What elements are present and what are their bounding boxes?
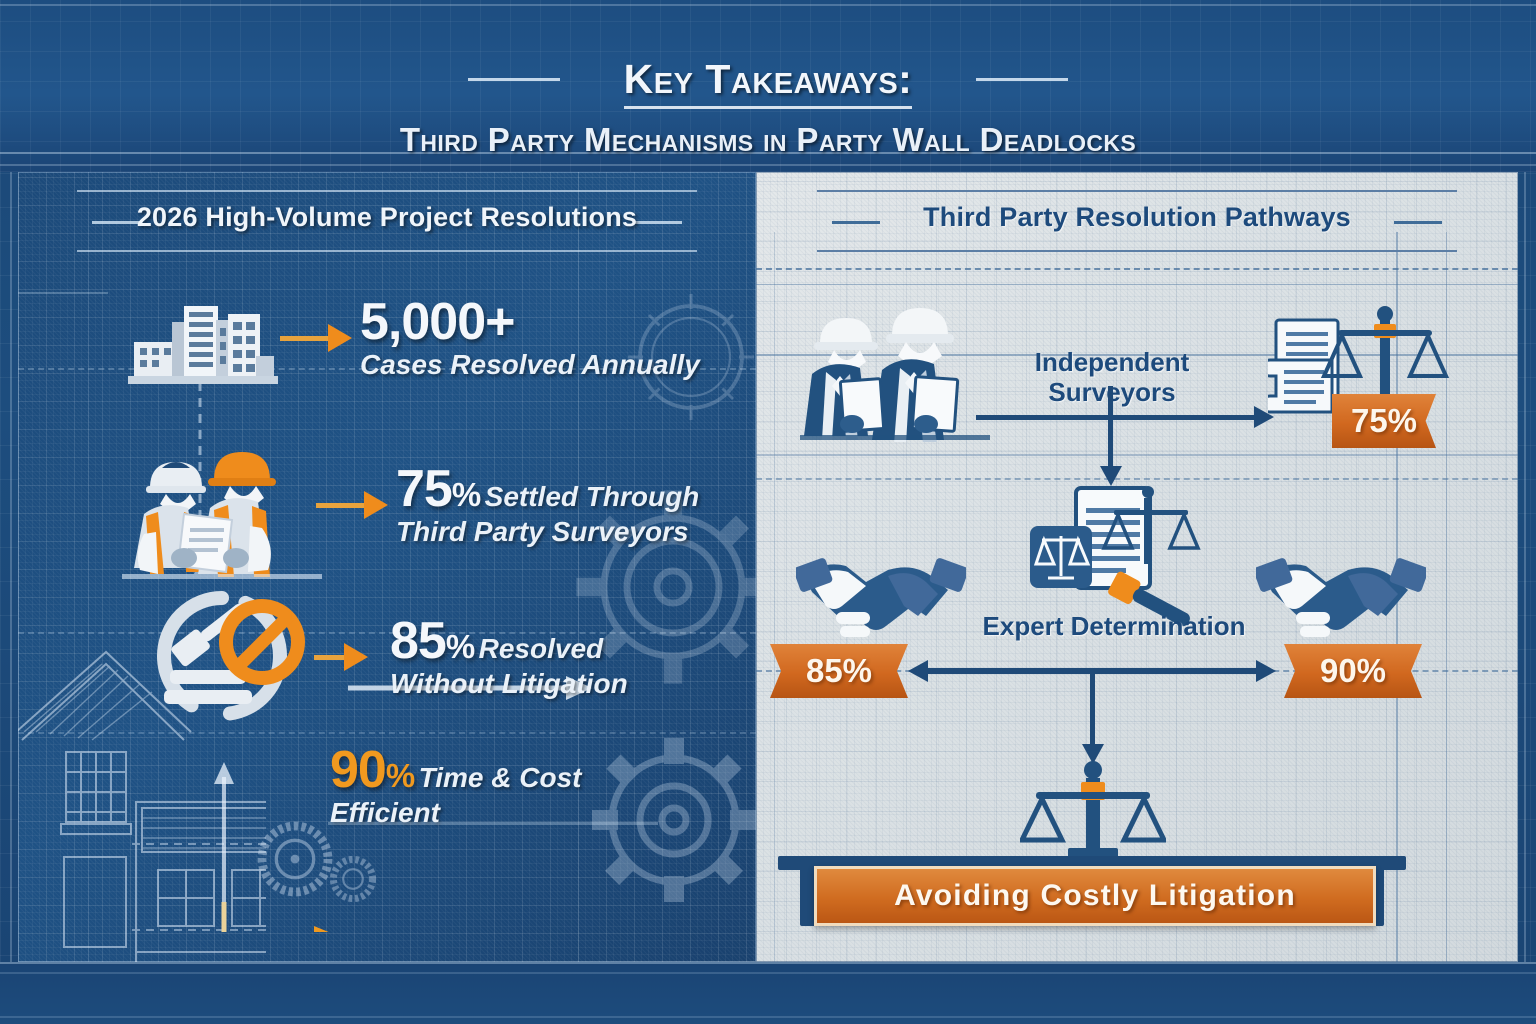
- stat-text: 85% Resolved Without Litigation: [390, 615, 628, 699]
- stat-percent-sign: %: [385, 757, 415, 794]
- right-panel-heading-text: Third Party Resolution Pathways: [923, 202, 1351, 232]
- arrow-shaft: [1108, 386, 1113, 468]
- badge-90-percent: 90%: [1284, 644, 1422, 698]
- stat-label-line2: Third Party Surveyors: [396, 516, 689, 548]
- city-buildings-icon: [128, 306, 278, 384]
- stat-row-no-litigation: 85% Resolved Without Litigation: [134, 584, 628, 730]
- stat-label-line2: Without Litigation: [390, 668, 628, 700]
- heading-dash-left: [91, 221, 140, 224]
- page-subtitle: Third Party Mechanisms in Party Wall Dea…: [399, 121, 1137, 158]
- left-flow-arrows: [214, 676, 592, 932]
- deco-vline: [1446, 232, 1447, 962]
- heading-rule-bottom: [77, 250, 697, 252]
- deco-dashed: [18, 732, 756, 734]
- deco-line: [756, 454, 1518, 456]
- two-surveyors-icon: [122, 452, 322, 579]
- header-grid: [0, 0, 1536, 172]
- justice-scales-icon: [1020, 761, 1166, 867]
- stat-row-efficiency: 90% Time & Cost Efficient: [330, 741, 582, 829]
- badge-75-percent: 75%: [1332, 394, 1436, 448]
- page-title: Key Takeaways:: [623, 56, 913, 109]
- deco-vline: [88, 172, 89, 962]
- independent-surveyors-icon: [800, 308, 990, 442]
- heading-rule-bottom: [816, 250, 1458, 252]
- compass-icon: [628, 294, 754, 420]
- gear-icon: [592, 738, 756, 902]
- stat-label-line1: Settled Through: [484, 481, 700, 513]
- header-title-block: Key Takeaways: Third Party Mechanisms in…: [0, 0, 1536, 159]
- left-panel-heading: 2026 High-Volume Project Resolutions: [18, 190, 756, 252]
- stat-value: 85: [390, 612, 447, 671]
- header-rule-bottom-b: [0, 164, 1536, 166]
- deco-line: [756, 354, 1518, 356]
- footer-rule: [0, 962, 1536, 964]
- deco-dashed: [18, 368, 756, 370]
- footer-rule: [0, 1016, 1536, 1018]
- heading-dash-right: [1393, 221, 1442, 224]
- frame-rule: [10, 0, 12, 1024]
- gear-icon: [257, 821, 333, 897]
- left-panel: 2026 High-Volume Project Resolutions: [18, 172, 756, 962]
- deco-vline: [774, 232, 775, 962]
- title-rule-left: [468, 78, 560, 81]
- deco-underline: [328, 822, 658, 825]
- stat-label-line1: Time & Cost: [418, 762, 582, 793]
- arrow-shaft: [1090, 672, 1095, 748]
- stat-value: 75: [396, 460, 453, 519]
- heading-rule-top: [77, 190, 697, 192]
- stat-row-cases: 5,000+ Cases Resolved Annually: [128, 290, 700, 386]
- arrow-head-icon: [1082, 744, 1104, 764]
- arrow-head-icon: [908, 660, 928, 682]
- stat-label-line2: Cases Resolved Annually: [360, 349, 700, 381]
- stat-percent-sign: %: [451, 476, 481, 514]
- footer-band: [0, 962, 1536, 1024]
- left-panel-heading-text: 2026 High-Volume Project Resolutions: [136, 202, 638, 232]
- deco-dashed: [756, 268, 1518, 270]
- node-label-expert-determination: Expert Determination: [982, 611, 1246, 641]
- deco-vline: [578, 172, 579, 962]
- right-panel-heading: Third Party Resolution Pathways: [756, 190, 1518, 252]
- arrow-shaft-bidirectional: [928, 668, 1258, 674]
- deco-dashed: [18, 632, 756, 634]
- stat-text: 90% Time & Cost Efficient: [330, 741, 582, 829]
- avoiding-costly-litigation-banner: Avoiding Costly Litigation: [814, 866, 1376, 926]
- right-panel: Third Party Resolution Pathways: [756, 172, 1518, 962]
- stat-value: 90: [330, 741, 387, 799]
- header-band: Key Takeaways: Third Party Mechanisms in…: [0, 0, 1536, 172]
- stat-text: 5,000+ Cases Resolved Annually: [360, 296, 700, 380]
- gavel-no-litigation-icon: [157, 591, 305, 722]
- stat-value: 5,000+: [360, 293, 515, 352]
- arrow-shaft: [976, 415, 1256, 420]
- deco-dashed: [756, 478, 1518, 480]
- handshake-icon-right: [1256, 558, 1426, 637]
- header-rule-top: [0, 4, 1536, 6]
- title-rule-right: [976, 78, 1068, 81]
- arrow-head-icon: [1100, 466, 1122, 486]
- footer-rule: [0, 972, 1536, 974]
- stat-label-line2: Efficient: [330, 797, 440, 829]
- handshake-icon-left: [796, 558, 966, 637]
- stat-row-surveyors: 75% Settled Through Third Party Surveyor…: [122, 430, 699, 580]
- gear-icon: [329, 855, 377, 903]
- heading-dash-left: [832, 221, 881, 224]
- stat-label-line1: Resolved: [478, 633, 604, 665]
- panels-container: 2026 High-Volume Project Resolutions: [18, 172, 1518, 962]
- arrow-head-icon: [1256, 660, 1276, 682]
- heading-dash-right: [634, 221, 683, 224]
- heading-rule-top: [816, 190, 1458, 192]
- badge-85-percent: 85%: [770, 644, 908, 698]
- stat-text: 75% Settled Through Third Party Surveyor…: [396, 463, 699, 547]
- stat-percent-sign: %: [445, 628, 475, 666]
- header-rule-bottom-a: [0, 152, 1536, 154]
- frame-rule: [1524, 0, 1526, 1024]
- house-blueprint-drawing: [18, 650, 266, 962]
- deco-line: [18, 292, 108, 294]
- gear-icon: [576, 490, 756, 684]
- deco-line: [756, 284, 1518, 285]
- expert-determination-icon: [1030, 486, 1201, 627]
